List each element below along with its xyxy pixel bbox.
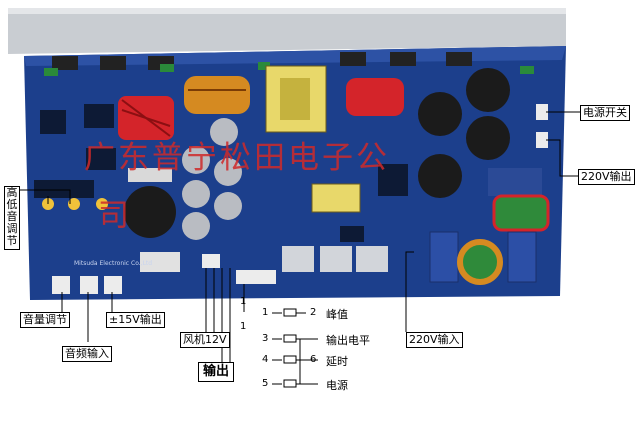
pin-left-1: 1 (262, 307, 269, 318)
pin-desc-peak: 峰值 (326, 308, 348, 321)
board-brand-text: Mitsuda Electronic Co.,Ltd (74, 260, 153, 267)
label-pm15v-output: ±15V输出 (106, 312, 165, 328)
label-fan-12v: 风机12V (180, 332, 230, 348)
label-output: 输出 (198, 362, 235, 382)
pin-desc-delay: 延时 (326, 355, 348, 368)
pin-block-marker-top: 1 (240, 296, 247, 307)
pin-right-6: 6 (310, 354, 317, 365)
pin-desc-output-level: 输出电平 (326, 334, 370, 347)
label-220v-output: 220V输出 (578, 169, 635, 185)
pin-left-4: 4 (262, 354, 269, 365)
pin-left-5: 5 (262, 378, 269, 389)
label-power-switch: 电源开关 (580, 105, 630, 121)
label-hi-lo-adjust: 高低音调节 (4, 186, 20, 250)
watermark-line2: 司 (98, 198, 129, 234)
pin-right-2: 2 (310, 307, 317, 318)
label-volume-adjust: 音量调节 (20, 312, 70, 328)
pin-desc-power: 电源 (326, 379, 348, 392)
heatsink (8, 8, 566, 54)
pin-left-3: 3 (262, 333, 269, 344)
pin-block-marker-bottom: 1 (240, 321, 247, 332)
label-audio-input: 音频输入 (62, 346, 112, 362)
watermark-line1: 广东普宁松田电子公 (84, 140, 390, 176)
label-220v-input: 220V输入 (406, 332, 463, 348)
